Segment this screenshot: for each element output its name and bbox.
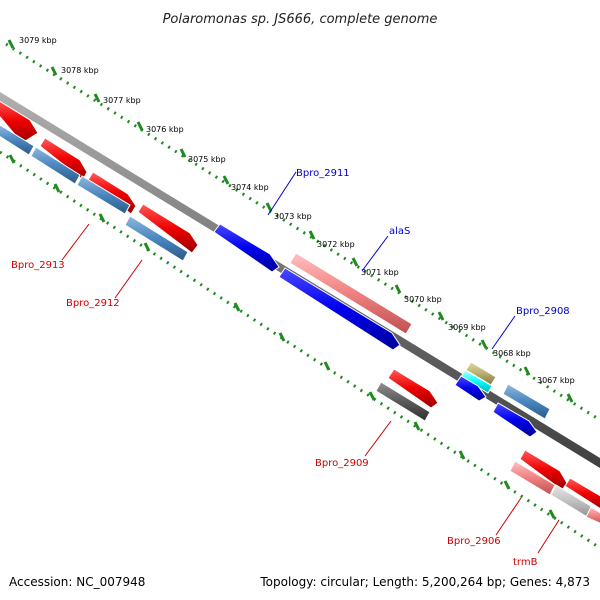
gene-arrow[interactable] (387, 368, 439, 409)
ruler-label: 3073 kbp (274, 212, 312, 221)
gene-bar[interactable] (76, 175, 131, 215)
outer-ruler (5, 39, 600, 422)
inner-ruler-ticks (8, 154, 556, 519)
ruler-label: 3076 kbp (146, 125, 184, 134)
gene-bar[interactable] (550, 484, 595, 519)
gene-label[interactable]: trmB (513, 557, 538, 568)
ruler-label: 3067 kbp (537, 376, 575, 385)
gene-bar[interactable] (502, 383, 551, 420)
gene-arrow[interactable] (564, 477, 600, 511)
ruler-label: 3069 kbp (448, 323, 486, 332)
ruler-label: 3070 kbp (404, 295, 442, 304)
gene-arrow[interactable] (213, 223, 280, 273)
red-leader-lines (61, 223, 560, 554)
gene-bar[interactable] (124, 215, 189, 262)
inner-ruler (0, 150, 600, 550)
gene-bar[interactable] (375, 381, 431, 422)
outer-ruler-dots (5, 42, 600, 422)
gene-label[interactable]: Bpro_2909 (315, 458, 369, 469)
genome-stats-text: Topology: circular; Length: 5,200,264 bp… (259, 575, 590, 589)
gene-label[interactable]: Bpro_2906 (447, 536, 501, 547)
accession-text: Accession: NC_007948 (9, 575, 145, 589)
map-title: Polaromonas sp. JS666, complete genome (163, 12, 438, 27)
gene-bar[interactable] (509, 460, 556, 496)
ruler-label: 3078 kbp (61, 66, 99, 75)
ruler-label: 3072 kbp (317, 240, 355, 249)
gene-bar[interactable] (289, 252, 413, 335)
gene-arrow[interactable] (454, 375, 487, 402)
gene-label[interactable]: Bpro_2908 (516, 306, 570, 317)
ruler-label: 3075 kbp (188, 155, 226, 164)
ruler-label: 3071 kbp (361, 268, 399, 277)
gene-label[interactable]: Bpro_2911 (296, 168, 350, 179)
gene-label[interactable]: Bpro_2913 (11, 260, 65, 271)
gene-bar[interactable] (30, 146, 81, 185)
blue-leader-lines (267, 171, 516, 350)
gene-label[interactable]: Bpro_2912 (66, 298, 120, 309)
ruler-label: 3077 kbp (103, 96, 141, 105)
gene-bar[interactable] (0, 124, 35, 156)
outer-ruler-ticks (7, 39, 574, 403)
reverse-strand-genes (0, 124, 600, 525)
forward-strand-genes (0, 100, 551, 420)
gene-label[interactable]: alaS (389, 226, 410, 237)
ruler-label: 3068 kbp (493, 349, 531, 358)
ruler-label: 3079 kbp (19, 36, 57, 45)
gene-arrow[interactable] (137, 203, 199, 254)
gene-bar[interactable] (585, 506, 600, 525)
gene-arrow[interactable] (492, 402, 538, 438)
gene-arrow[interactable] (278, 267, 401, 351)
ruler-label: 3074 kbp (231, 183, 269, 192)
